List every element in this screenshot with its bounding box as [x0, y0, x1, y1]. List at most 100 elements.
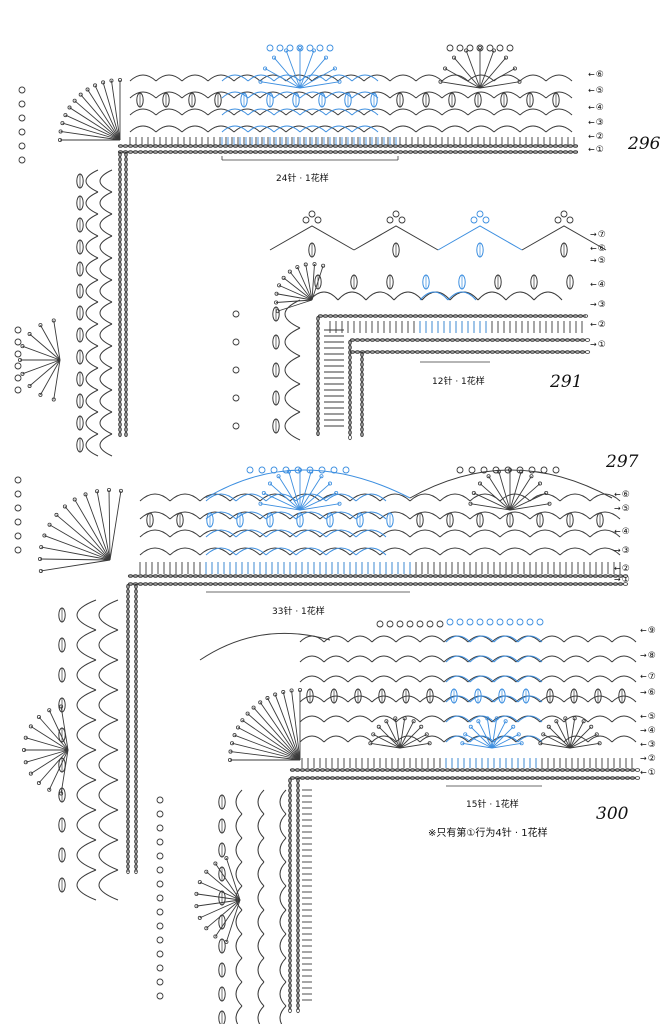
chain-stitch	[137, 144, 144, 148]
chain-arch	[129, 108, 157, 116]
chain-stitch	[167, 150, 174, 154]
chain-stitch	[342, 150, 349, 154]
chain-stitch	[348, 424, 352, 431]
chain-arch	[445, 655, 471, 663]
chain-stitch	[414, 768, 421, 772]
chain-stitch	[502, 582, 509, 586]
chain-stitch	[296, 952, 300, 959]
shell-stitch	[30, 726, 69, 751]
chain-stitch	[134, 803, 138, 810]
chain-arch	[325, 547, 357, 556]
chain-arch	[419, 655, 445, 663]
chain-stitch	[302, 574, 309, 578]
chain-stitch	[602, 574, 609, 578]
stitch-head	[274, 300, 279, 305]
picot-stitch	[18, 142, 26, 150]
chain-stitch	[118, 236, 122, 243]
chain-stitch	[282, 144, 289, 148]
chain-stitch	[332, 150, 339, 154]
chain-arch	[235, 493, 267, 502]
shell-stitch	[385, 721, 401, 749]
stitch-head	[38, 392, 43, 397]
chain-arch	[409, 529, 441, 538]
chain-arch	[259, 108, 287, 116]
stitch-head	[267, 481, 272, 486]
chain-stitch	[477, 574, 484, 578]
chain-stitch	[124, 186, 128, 193]
chain-stitch	[288, 802, 292, 809]
chain-stitch	[118, 371, 122, 378]
chain-stitch	[296, 997, 300, 1004]
shell-stitch	[80, 94, 121, 141]
chain-stitch	[288, 992, 292, 999]
chain-stitch	[399, 768, 406, 772]
chain-stitch	[142, 144, 149, 148]
picot-stitch	[18, 128, 26, 136]
chain-stitch	[288, 907, 292, 914]
chain-stitch	[447, 574, 454, 578]
row-marker-300-4: →④	[640, 726, 656, 736]
stitch-head	[544, 490, 549, 495]
chain-arch	[347, 695, 373, 703]
chain-stitch	[394, 338, 401, 342]
chain-stitch	[392, 574, 399, 578]
chain-stitch	[532, 314, 539, 318]
chain-arch	[371, 675, 397, 683]
chain-stitch	[134, 663, 138, 670]
chain-stitch	[118, 241, 122, 248]
chain-stitch	[557, 582, 564, 586]
chain-arch	[539, 715, 565, 723]
chain-stitch	[126, 683, 130, 690]
chain-stitch	[304, 776, 311, 780]
chain-stitch	[612, 574, 619, 578]
chain-stitch	[362, 144, 369, 148]
chain-stitch	[257, 150, 264, 154]
chain-stitch	[288, 777, 292, 784]
chain-stitch	[287, 582, 294, 586]
chain-stitch	[487, 144, 494, 148]
chain-stitch	[307, 574, 314, 578]
chain-stitch	[349, 776, 356, 780]
shell-stitch	[234, 734, 301, 761]
chain-arch	[337, 291, 367, 301]
chain-stitch	[124, 356, 128, 363]
chart-291	[232, 210, 607, 441]
chain-arch	[259, 529, 291, 538]
chain-stitch	[124, 326, 128, 333]
chain-stitch	[332, 314, 339, 318]
picot-stitch	[14, 338, 22, 346]
chain-stitch	[242, 150, 249, 154]
chain-stitch	[457, 144, 464, 148]
picot-stitch	[14, 362, 22, 370]
chain-stitch	[332, 582, 339, 586]
shell-stitch	[283, 277, 313, 301]
picot-stitch	[270, 466, 278, 474]
chain-stitch	[527, 574, 534, 578]
chain-stitch	[127, 150, 134, 154]
picot-stitch	[14, 350, 22, 358]
chain-arch	[365, 291, 395, 301]
chain-stitch	[357, 574, 364, 578]
chain-arch	[347, 655, 373, 663]
shell-stitch	[305, 264, 313, 301]
chain-stitch	[517, 144, 524, 148]
chain-stitch	[397, 314, 404, 318]
stitch-head	[334, 490, 339, 495]
chain-arch	[539, 635, 565, 643]
chain-stitch	[424, 768, 431, 772]
chain-arch	[545, 74, 573, 82]
chain-stitch	[132, 144, 139, 148]
chain-stitch	[419, 776, 426, 780]
chain-arch	[221, 125, 249, 133]
row-marker-291-4: ←④	[590, 280, 606, 290]
stitch-head	[263, 66, 268, 71]
chain-stitch	[527, 144, 534, 148]
chain-arch	[499, 493, 531, 502]
stitch-head	[20, 371, 25, 376]
chain-stitch	[557, 314, 564, 318]
chain-arch	[233, 125, 261, 133]
chain-stitch	[367, 314, 374, 318]
chain-stitch	[437, 314, 444, 318]
chain-stitch	[124, 411, 128, 418]
chain-stitch	[360, 406, 364, 413]
